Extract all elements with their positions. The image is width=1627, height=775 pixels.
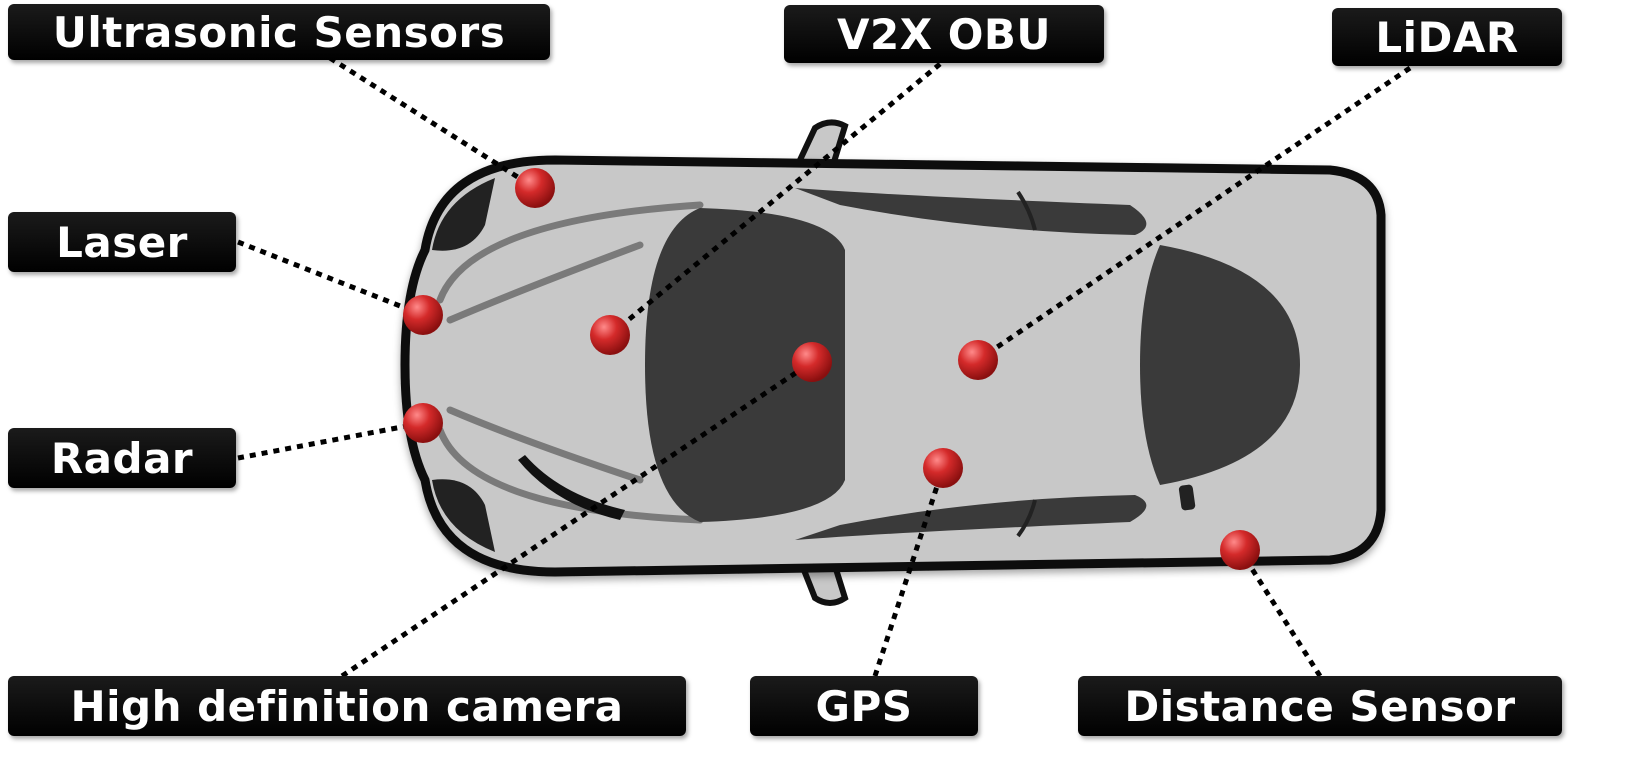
sensor-dots [403, 168, 1260, 570]
sensor-dot-distance [1220, 530, 1260, 570]
line-lidar [976, 65, 1412, 363]
car-body [400, 155, 1386, 577]
sensor-dot-radar [403, 403, 443, 443]
sensor-dot-laser [403, 295, 443, 335]
side-windows [795, 188, 1147, 540]
line-distance [1237, 548, 1323, 678]
label-gps: GPS [750, 676, 978, 736]
rear-window [1140, 245, 1300, 485]
label-radar: Radar [8, 428, 236, 488]
label-lidar: LiDAR [1332, 8, 1562, 66]
line-camera [340, 359, 814, 679]
label-ultrasonic-sensors: Ultrasonic Sensors [8, 4, 550, 60]
label-high-definition-camera: High definition camera [8, 676, 686, 736]
windshield [645, 208, 845, 522]
sensor-dot-v2x [590, 315, 630, 355]
line-gps [872, 467, 946, 677]
line-laser [237, 239, 424, 318]
sensor-dot-lidar [958, 340, 998, 380]
label-laser: Laser [8, 212, 236, 272]
label-v2x-obu: V2X OBU [784, 5, 1104, 63]
line-radar [237, 420, 424, 461]
sensor-dot-gps [923, 448, 963, 488]
hood-lines [436, 201, 704, 524]
label-distance-sensor: Distance Sensor [1078, 676, 1562, 736]
sensor-dot-camera [792, 342, 832, 382]
sensor-dot-ultrasonic [515, 168, 555, 208]
leader-lines [237, 55, 1412, 679]
line-ultrasonic [328, 55, 537, 191]
